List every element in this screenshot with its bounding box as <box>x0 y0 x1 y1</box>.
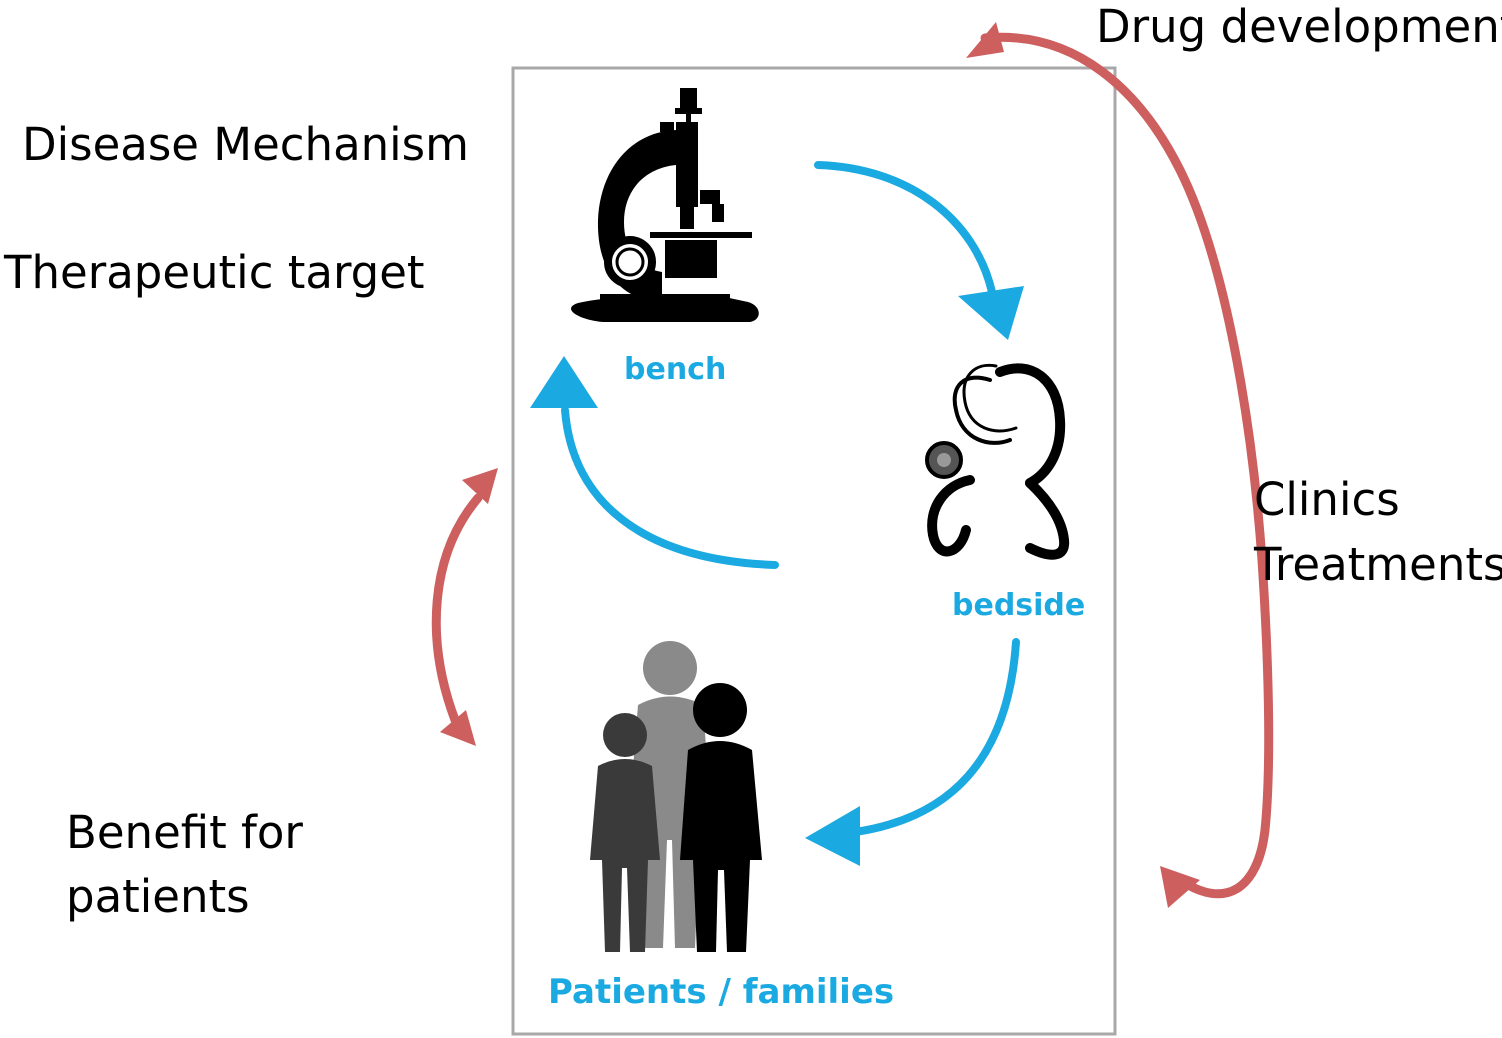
label-bench: bench <box>624 352 727 387</box>
stethoscope-icon <box>925 363 1070 560</box>
cycle-arrow-bench-to-bedside <box>814 161 1024 340</box>
label-patients-families: Patients / families <box>548 972 895 1012</box>
label-benefit-line2: patients <box>66 870 250 923</box>
label-bedside: bedside <box>952 588 1086 623</box>
label-treatments: Treatments <box>1254 538 1502 591</box>
label-disease-mechanism: Disease Mechanism <box>22 118 469 171</box>
label-drug-development: Drug development <box>1096 0 1502 53</box>
outer-arrow-drug-development <box>966 22 1274 908</box>
label-therapeutic-target: Therapeutic target <box>4 246 425 299</box>
outer-arrow-benefit <box>431 468 498 746</box>
cycle-arrow-patients-to-bench <box>530 356 779 569</box>
microscope-icon <box>571 88 759 322</box>
label-clinics: Clinics <box>1254 473 1400 526</box>
label-benefit-line1: Benefit for <box>66 806 303 859</box>
center-panel <box>511 66 1117 1036</box>
cycle-arrow-bedside-to-patients <box>805 638 1020 866</box>
people-icon <box>590 641 762 952</box>
